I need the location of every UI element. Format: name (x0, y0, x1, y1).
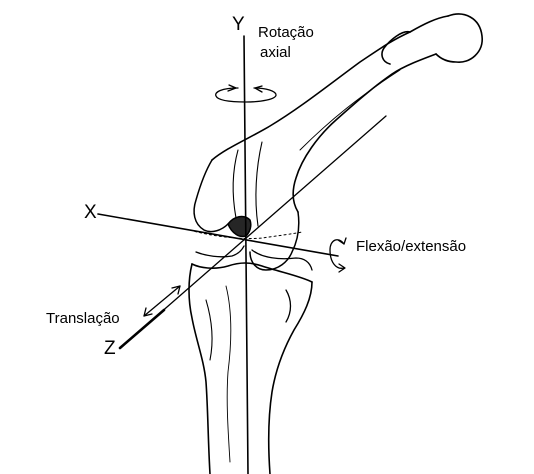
fibula-head (286, 290, 291, 322)
femoral-head (436, 14, 482, 62)
x-axis-label: X (84, 202, 97, 224)
rotation-ellipse (216, 88, 276, 102)
femur-posterior-outline (293, 54, 436, 212)
tibia-inner-line (226, 286, 231, 462)
tibia (189, 263, 312, 474)
flexion-extension-label: Flexão/extensão (356, 238, 466, 255)
femur-anterior-outline (212, 16, 448, 160)
z-axis-label: Z (104, 338, 116, 360)
y-axis-label: Y (232, 14, 245, 36)
tibia-lateral-outline (189, 264, 210, 474)
tibial-tuberosity (206, 300, 212, 360)
translation-label: Translação (46, 310, 120, 327)
tibia-plateau (192, 263, 312, 282)
femur-inner-line (300, 70, 400, 150)
intercondylar-notch (228, 217, 251, 237)
rotation-arrowhead-2 (255, 86, 262, 92)
greater-trochanter (382, 32, 410, 64)
femur (212, 14, 482, 212)
axial-rotation-label-line2: axial (260, 44, 291, 61)
condyle-inner-ridge-2 (256, 142, 262, 226)
condyle-inner-ridge (233, 150, 238, 218)
lateral-condyle-outline (194, 160, 228, 232)
axial-rotation-arrow (216, 85, 276, 102)
lateral-meniscus (196, 246, 244, 257)
flexion-arc (330, 240, 344, 269)
axial-rotation-label-line1: Rotação (258, 24, 314, 41)
z-axis-bold-end (120, 310, 164, 348)
medial-meniscus (252, 250, 312, 270)
x-axis-line (98, 214, 338, 256)
